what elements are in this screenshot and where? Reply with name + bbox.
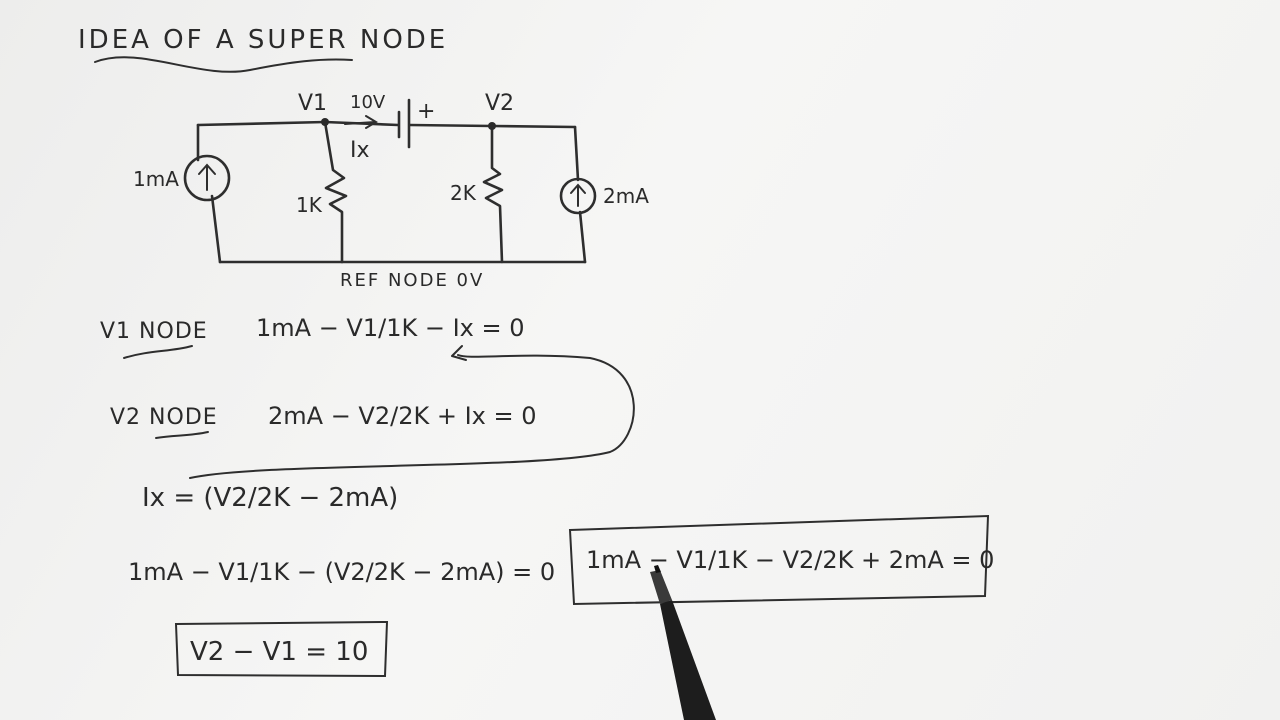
v1-node-heading: V1 NODE [100,319,208,344]
v2-node-heading: V2 NODE [110,405,218,430]
v1-node-label: V1 [298,91,327,116]
right-current-source [559,177,597,215]
source-voltage-label: 10V [350,92,386,113]
constraint-equation: V2 − V1 = 10 [190,637,368,667]
ix-label: Ix [350,138,370,163]
v2-node-underline [155,431,209,439]
ref-node-label: REF NODE 0V [340,270,484,291]
r2-label: 2K [450,181,477,205]
circuit-diagram: V1 10V + V2 Ix 1mA 1K 2K 2mA REF NODE 0V [133,91,649,291]
page-title: IDEA OF A SUPER NODE [78,25,448,55]
right-wire [573,125,587,264]
final-equation-box [568,514,990,606]
node-v2-dot [488,122,496,130]
link-curve-arrow [189,345,635,479]
left-current-source [183,154,231,202]
arrow-up-icon [198,163,216,191]
v2-node-label: V2 [485,91,514,116]
right-source-label: 2mA [603,184,649,208]
v1-node-underline [123,345,193,359]
node-v1-dot [321,118,329,126]
marker-pen-icon [650,565,716,720]
v2-node-equation: 2mA − V2/2K + Ix = 0 [268,402,537,430]
r2-branch [482,124,504,264]
r1-label: 1K [296,193,323,217]
title-underline [94,56,353,73]
r1-branch [323,120,348,264]
left-wire [196,123,222,264]
ix-expression: Ix = (V2/2K − 2mA) [142,483,398,513]
left-source-label: 1mA [133,167,179,191]
final-equation: 1mA − V1/1K − V2/2K + 2mA = 0 [586,546,994,574]
constraint-box [174,620,389,678]
ix-arrow-icon [344,115,378,129]
plus-sign: + [417,99,435,124]
substituted-equation: 1mA − V1/1K − (V2/2K − 2mA) = 0 [128,558,555,586]
v1-node-equation: 1mA − V1/1K − Ix = 0 [256,314,525,342]
arrow-up-icon [570,183,586,207]
